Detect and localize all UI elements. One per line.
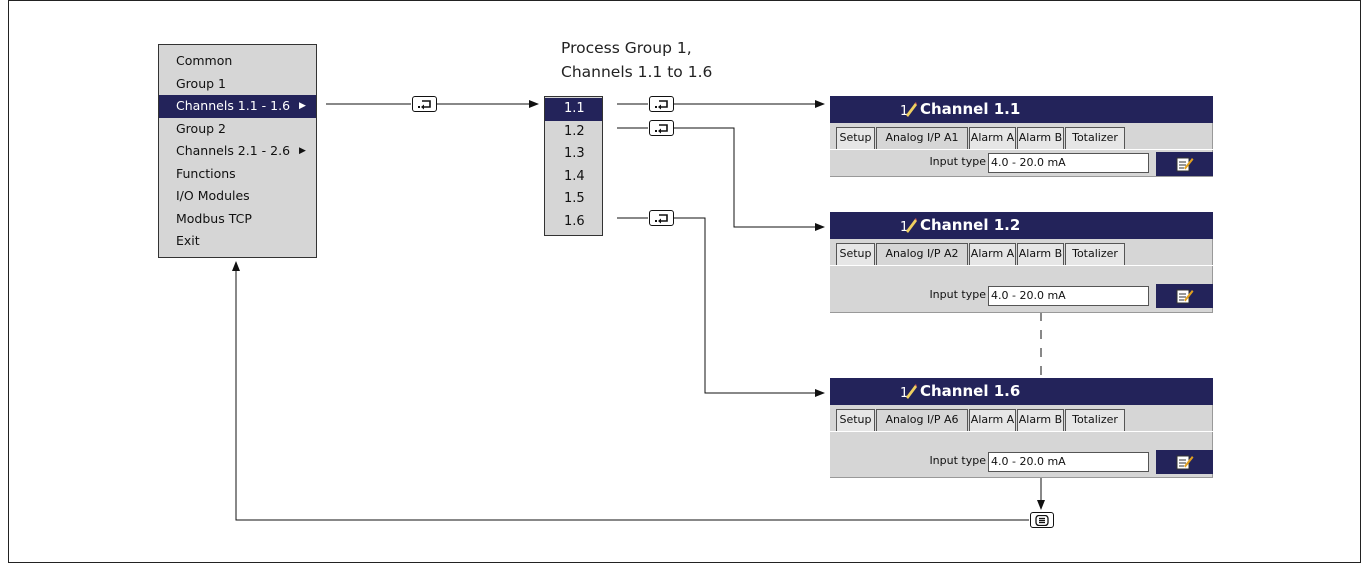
wire-key-to-ch12	[674, 127, 825, 231]
edit-icon	[1176, 289, 1194, 304]
enter-key-icon	[649, 210, 674, 226]
channel-list-item[interactable]: 1.3	[564, 146, 585, 161]
channel-list-item[interactable]: 1.2	[564, 123, 585, 139]
channel-list-item[interactable]: 1.1	[545, 98, 602, 121]
tab-alarm-a[interactable]: Alarm A	[969, 243, 1016, 265]
tab-setup[interactable]: Setup	[836, 243, 875, 265]
input-type-label: Input type	[929, 454, 986, 467]
edit-icon	[1176, 455, 1194, 470]
menu-item-group-1[interactable]: Group 1	[176, 75, 226, 91]
svg-text:1: 1	[900, 220, 908, 234]
panel-title: Channel 1.6	[920, 382, 1021, 400]
tab-alarm-b[interactable]: Alarm B	[1017, 127, 1064, 149]
tab-totalizer[interactable]: Totalizer	[1065, 409, 1125, 431]
tab-setup[interactable]: Setup	[836, 409, 875, 431]
menu-item-common[interactable]: Common	[176, 53, 233, 68]
menu-item-modbus-tcp[interactable]: Modbus TCP	[176, 210, 252, 226]
svg-text:1: 1	[900, 104, 908, 118]
panel-title: Channel 1.2	[920, 216, 1021, 234]
input-type-label: Input type	[929, 288, 986, 301]
submenu-arrow-icon: ▶	[299, 101, 306, 111]
edit-button[interactable]	[1156, 152, 1213, 176]
channel-panel-1-1: 1 Channel 1.1 Setup Analog I/P A1 Alarm …	[830, 96, 1213, 177]
process-group-title: Process Group 1, Channels 1.1 to 1.6	[561, 39, 713, 81]
tab-analog-ip[interactable]: Analog I/P A6	[876, 409, 968, 431]
diagram-frame	[8, 0, 1361, 563]
enter-key-icon	[649, 120, 674, 136]
input-type-field[interactable]: 4.0 - 20.0 mA	[988, 452, 1149, 472]
channel-list-item[interactable]: 1.5	[564, 191, 585, 206]
panel-header: 1 Channel 1.1	[830, 96, 1213, 123]
edit-icon	[1176, 157, 1194, 172]
svg-text:1: 1	[900, 386, 908, 400]
pen-icon: 1	[900, 102, 917, 118]
menu-item-functions[interactable]: Functions	[176, 165, 236, 181]
panel-header: 1 Channel 1.2	[830, 212, 1213, 239]
menu-item-io-modules[interactable]: I/O Modules	[176, 188, 250, 203]
edit-button[interactable]	[1156, 284, 1213, 308]
pen-icon: 1	[900, 218, 917, 234]
menu-item-group-2[interactable]: Group 2	[176, 120, 226, 136]
panel-header: 1 Channel 1.6	[830, 378, 1213, 405]
panel-title: Channel 1.1	[920, 100, 1021, 118]
menu-item-exit[interactable]: Exit	[176, 233, 200, 248]
channel-list: 1.1 1.2 1.3 1.4 1.5 1.6	[544, 96, 603, 236]
tab-analog-ip[interactable]: Analog I/P A2	[876, 243, 968, 265]
menu-item-channels-2[interactable]: Channels 2.1 - 2.6▶	[159, 140, 316, 163]
input-type-field[interactable]: 4.0 - 20.0 mA	[988, 153, 1149, 173]
channel-panel-1-6: 1 Channel 1.6 Setup Analog I/P A6 Alarm …	[830, 378, 1213, 478]
wire-key-to-ch16	[674, 217, 825, 397]
submenu-arrow-icon: ▶	[299, 146, 306, 156]
menu-item-channels-1[interactable]: Channels 1.1 - 1.6▶	[159, 95, 316, 118]
edit-button[interactable]	[1156, 450, 1213, 474]
input-type-field[interactable]: 4.0 - 20.0 mA	[988, 286, 1149, 306]
pen-icon: 1	[900, 384, 917, 400]
wire-return-to-menu	[232, 261, 1029, 521]
tab-alarm-b[interactable]: Alarm B	[1017, 409, 1064, 431]
tab-totalizer[interactable]: Totalizer	[1065, 127, 1125, 149]
enter-key-icon	[649, 96, 674, 112]
enter-key-icon	[412, 96, 437, 112]
tab-alarm-a[interactable]: Alarm A	[969, 127, 1016, 149]
tab-totalizer[interactable]: Totalizer	[1065, 243, 1125, 265]
tab-analog-ip[interactable]: Analog I/P A1	[876, 127, 968, 149]
channel-list-item[interactable]: 1.6	[564, 213, 585, 229]
menu-key-icon	[1030, 512, 1054, 528]
channel-list-item[interactable]: 1.4	[564, 168, 585, 184]
tab-alarm-a[interactable]: Alarm A	[969, 409, 1016, 431]
tab-setup[interactable]: Setup	[836, 127, 875, 149]
input-type-label: Input type	[929, 155, 986, 168]
channel-panel-1-2: 1 Channel 1.2 Setup Analog I/P A2 Alarm …	[830, 212, 1213, 313]
main-menu: Common Group 1 Channels 1.1 - 1.6▶ Group…	[158, 44, 317, 258]
tab-alarm-b[interactable]: Alarm B	[1017, 243, 1064, 265]
